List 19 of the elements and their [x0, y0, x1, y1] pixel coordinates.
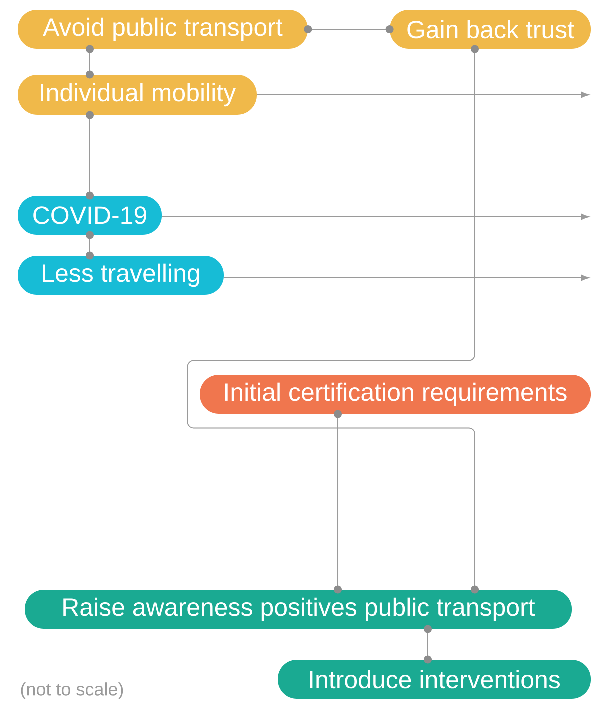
process-box: Avoid public transport	[18, 10, 308, 49]
connector	[334, 410, 342, 594]
connector	[187, 45, 479, 594]
note: (not to scale)	[21, 682, 124, 700]
connector	[304, 26, 394, 34]
process-box: Introduce interventions	[278, 660, 591, 699]
process-box: Individual mobility	[18, 75, 257, 115]
process-box: COVID-19	[18, 196, 162, 235]
process-box: Gain back trust	[390, 10, 591, 49]
connector	[86, 231, 94, 260]
process-box: Initial certification requirements	[200, 375, 591, 414]
process-box: Raise awareness positives public transport	[25, 590, 572, 629]
connector	[86, 45, 94, 79]
connector	[86, 111, 94, 200]
connector	[424, 625, 432, 664]
process-box: Less travelling	[18, 256, 224, 295]
arrow	[224, 274, 590, 282]
arrow	[256, 92, 590, 98]
arrow	[162, 214, 590, 220]
